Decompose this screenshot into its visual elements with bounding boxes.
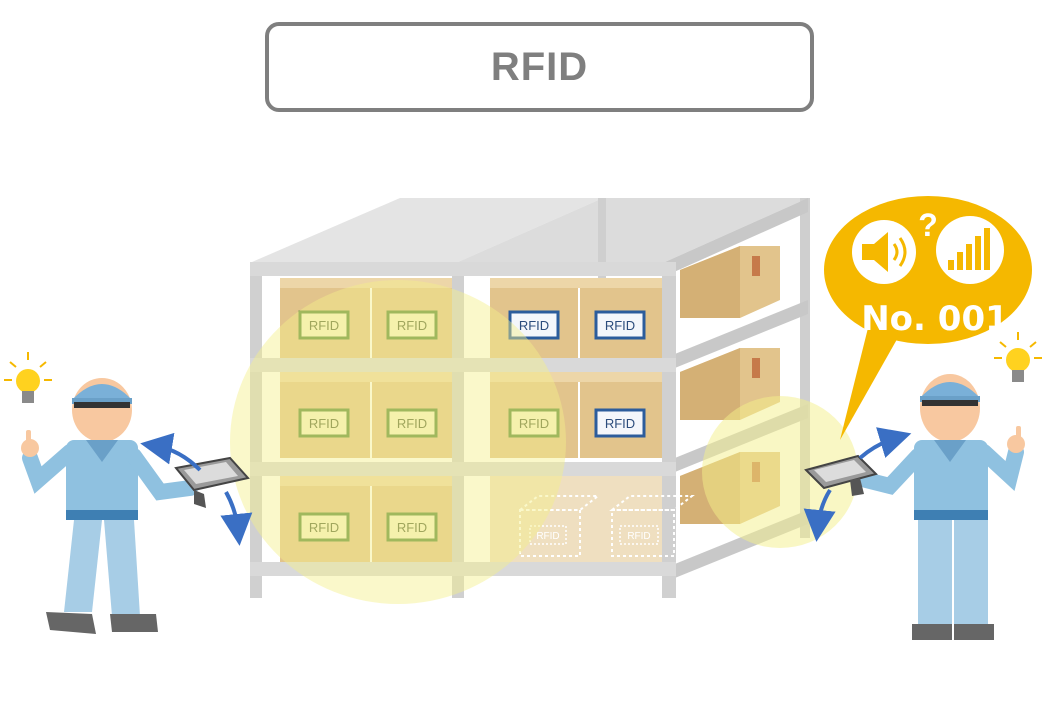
rfid-tag: RFID <box>298 512 350 542</box>
worker-right <box>858 332 1042 640</box>
rfid-tag: RFID <box>386 408 438 438</box>
rfid-tag: RFID <box>298 408 350 438</box>
speech-bubble: ? No. 001 <box>824 196 1032 440</box>
rfid-tag: RFID <box>386 310 438 340</box>
boxes-left-bay <box>280 278 456 562</box>
svg-text:RFID: RFID <box>309 318 339 333</box>
scan-arrow-right-down <box>803 488 836 542</box>
worker-left <box>4 352 198 634</box>
rfid-tag: RFID <box>508 310 560 340</box>
rfid-tag: RFID <box>594 408 646 438</box>
svg-text:RFID: RFID <box>519 318 549 333</box>
scan-arrow-right-up <box>858 427 912 460</box>
svg-text:RFID: RFID <box>519 416 549 431</box>
rfid-tag: RFID <box>508 408 560 438</box>
svg-text:RFID: RFID <box>397 416 427 431</box>
svg-text:RFID: RFID <box>627 531 650 542</box>
lightbulb-icon <box>994 332 1042 382</box>
read-zone-left <box>230 280 566 604</box>
tag-number-label: No. 001 <box>861 299 1009 339</box>
rfid-tag: RFID <box>594 310 646 340</box>
svg-text:RFID: RFID <box>536 531 559 542</box>
handheld-reader-icon <box>804 454 878 496</box>
svg-text:RFID: RFID <box>605 318 635 333</box>
ghost-box: RFID <box>517 495 601 557</box>
speaker-icon <box>852 220 916 284</box>
ghost-box: RFID <box>609 495 695 557</box>
page-title: RFID <box>490 44 589 89</box>
svg-text:RFID: RFID <box>309 520 339 535</box>
scan-arrow-left-down <box>220 491 253 546</box>
rfid-tag: RFID <box>298 310 350 340</box>
signal-bars-icon <box>936 216 1004 284</box>
rfid-tags-left: RFID RFID RFID RFID RFID RFID <box>298 310 438 542</box>
scan-arrow-left-up <box>140 432 202 472</box>
rfid-tags-right: RFID RFID RFID RFID RFID RFID <box>508 310 695 557</box>
rfid-tag: RFID <box>386 512 438 542</box>
title-box: RFID <box>265 22 814 112</box>
svg-text:RFID: RFID <box>397 520 427 535</box>
svg-text:RFID: RFID <box>397 318 427 333</box>
lightbulb-icon <box>4 352 52 403</box>
svg-text:RFID: RFID <box>309 416 339 431</box>
svg-text:RFID: RFID <box>605 416 635 431</box>
question-mark: ? <box>918 207 938 243</box>
